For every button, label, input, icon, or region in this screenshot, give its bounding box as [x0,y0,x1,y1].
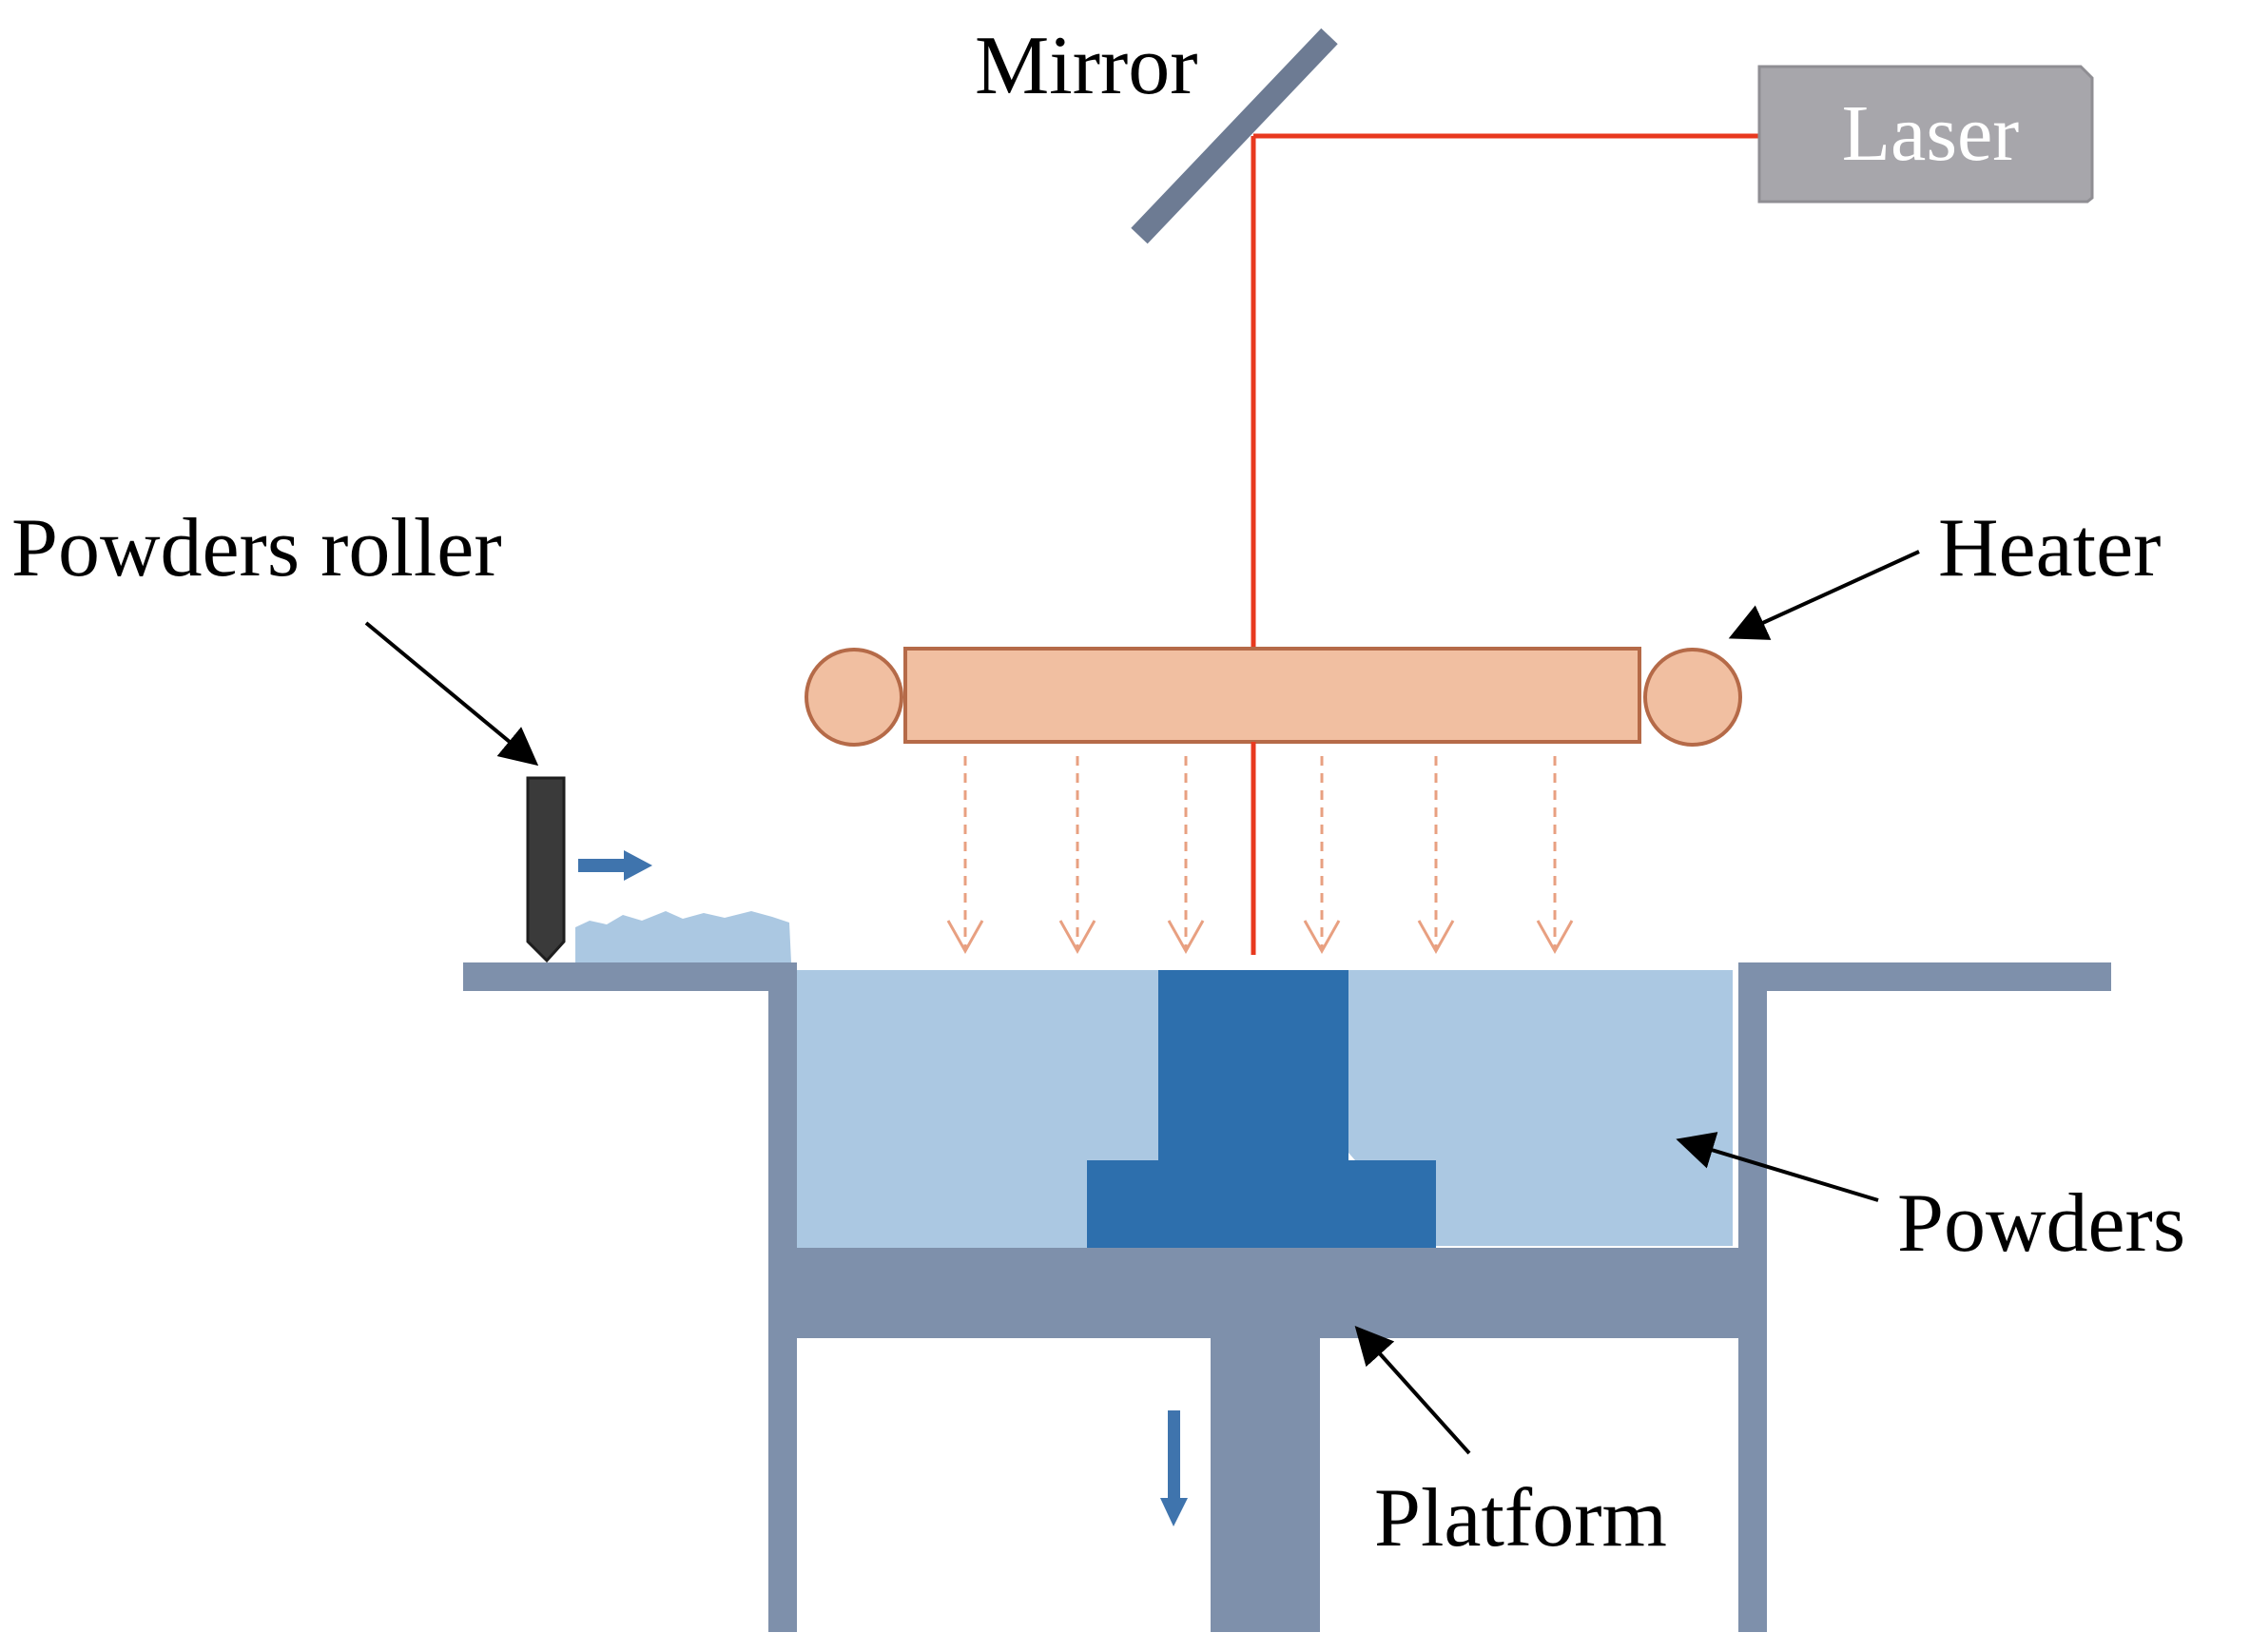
mirror-label: Mirror [975,20,1198,112]
platform-pointer [1354,1326,1471,1455]
powders-label: Powders [1897,1177,2185,1270]
powder-bed [797,970,1733,1252]
powder-pile [575,911,791,962]
heater-label: Heater [1938,502,2161,594]
mirror [1131,28,1338,244]
powders-roller [526,776,566,963]
platform-label: Platform [1374,1472,1667,1565]
laser-label: Laser [1842,89,2020,178]
build-frame [463,962,2111,1632]
powders-pointer [1676,1132,1879,1202]
powders-roller-label: Powders roller [11,502,502,594]
heat-arrows [946,756,1574,955]
laser-beam [1251,133,1759,953]
roller-direction-arrow [578,850,652,881]
build-platform [797,1248,1738,1632]
roller-pointer [364,621,539,767]
heater-pointer [1728,550,1920,640]
platform-direction-arrow [1160,1410,1188,1526]
sintered-part [1087,970,1436,1248]
heater [805,647,1742,747]
laser-box: Laser [1757,65,2094,204]
